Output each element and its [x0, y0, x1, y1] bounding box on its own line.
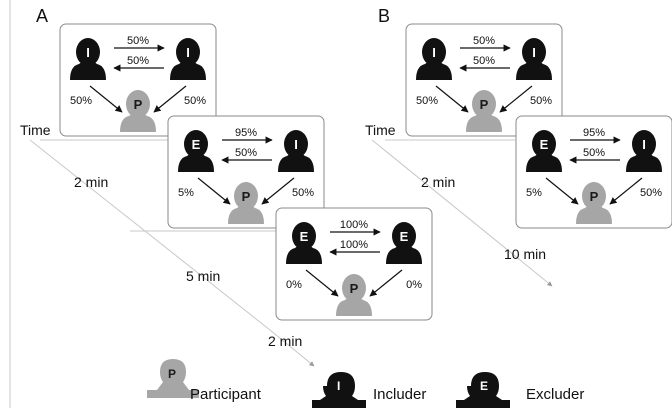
legend-includer-icon: I: [312, 372, 366, 408]
panel-a-duration-3: 2 min: [268, 333, 302, 349]
panel-b-stage-2-right-player-icon: I: [626, 130, 662, 172]
panel-a-stage-2-right-pct: 50%: [292, 187, 314, 199]
panel-a-duration-1: 2 min: [74, 174, 108, 190]
panel-b-stage-1-arrow-right-to-participant: [499, 85, 533, 113]
panel-a-stage-1-right-player-icon: I: [170, 38, 206, 80]
panel-b-stage-2-top-pct: 95%: [583, 127, 605, 139]
panel-a-time-label: Time: [20, 122, 51, 138]
panel-a-stage-3-left-player-icon: E: [286, 222, 322, 264]
panel-b-stage-1-top-pct: 50%: [473, 35, 495, 47]
svg-text:I: I: [186, 45, 190, 60]
legend-includer-label: Includer: [373, 386, 426, 403]
svg-text:P: P: [134, 97, 143, 112]
panel-b-stage-1-right-player-icon: I: [516, 38, 552, 80]
panel-b-stage-2-right-pct: 50%: [640, 187, 662, 199]
panel-a-stage-1-arrow-right-to-participant: [153, 85, 187, 113]
panel-b-timeline: [371, 139, 553, 287]
panel-a-stage-1-participant-icon: P: [120, 90, 156, 132]
panel-a-stage-2-right-player-icon: I: [278, 130, 314, 172]
panel-b-stage-1-bottom-pct: 50%: [473, 55, 495, 67]
svg-text:P: P: [590, 189, 599, 204]
panel-a-stage-2-left-player-icon: E: [178, 130, 214, 172]
panel-a-stage-1-left-player-icon: I: [70, 38, 106, 80]
svg-text:E: E: [300, 229, 309, 244]
panel-a-stage-1: I I P 50% 50% 50% 50%: [59, 23, 217, 137]
legend: P Participant I Includer E Excluder: [147, 359, 584, 408]
panel-b-stage-1-right-pct: 50%: [530, 95, 552, 107]
panel-b-stage-2-participant-icon: P: [576, 182, 612, 224]
svg-text:P: P: [350, 281, 359, 296]
panel-b-stage-1-left-player-icon: I: [416, 38, 452, 80]
svg-text:I: I: [432, 45, 436, 60]
panel-b-stage-2-left-pct: 5%: [526, 187, 542, 199]
panel-a-stage-3-top-pct: 100%: [340, 219, 368, 231]
panel-a-stage-2-left-pct: 5%: [178, 187, 194, 199]
legend-participant-label: Participant: [190, 386, 262, 403]
panel-a-stage-1-arrow-left-to-participant: [89, 85, 123, 113]
panel-b-stage-2-bottom-pct: 50%: [583, 147, 605, 159]
svg-text:I: I: [294, 137, 298, 152]
legend-excluder-icon: E: [456, 372, 510, 408]
legend-participant-icon: P: [147, 359, 199, 398]
panel-a-stage-3-right-pct: 0%: [406, 279, 422, 291]
panel-a-timeline: [29, 139, 315, 367]
panel-b-label: B: [378, 6, 390, 26]
panel-a-stage-1-bottom-pct: 50%: [127, 55, 149, 67]
panel-a-stage-2: E I P 95% 50% 5% 50%: [167, 115, 325, 229]
svg-text:I: I: [86, 45, 90, 60]
svg-text:I: I: [642, 137, 646, 152]
svg-text:I: I: [532, 45, 536, 60]
panel-a-stage-1-right-pct: 50%: [184, 95, 206, 107]
svg-text:E: E: [192, 137, 201, 152]
panel-a-duration-2: 5 min: [186, 268, 220, 284]
panel-b-duration-2: 10 min: [504, 246, 546, 262]
panel-a-stage-3-bottom-pct: 100%: [340, 239, 368, 251]
svg-text:E: E: [540, 137, 549, 152]
panel-a-stage-1-top-pct: 50%: [127, 35, 149, 47]
panel-b-stage-2-arrow-right-to-participant: [609, 177, 643, 205]
panel-b-stage-2: E I P 95% 50% 5% 50%: [515, 115, 672, 229]
svg-text:E: E: [480, 379, 488, 393]
panel-a-stage-2-arrow-right-to-participant: [261, 177, 295, 205]
panel-a-stage-2-top-pct: 95%: [235, 127, 257, 139]
panel-b-stage-1-left-pct: 50%: [416, 95, 438, 107]
panel-a-stage-2-bottom-pct: 50%: [235, 147, 257, 159]
panel-b-stage-1-arrow-left-to-participant: [435, 85, 469, 113]
panel-b-stage-1: I I P 50% 50% 50% 50%: [405, 23, 563, 137]
panel-a-stage-3-participant-icon: P: [336, 274, 372, 316]
panel-b-stage-1-participant-icon: P: [466, 90, 502, 132]
panel-a-stage-1-left-pct: 50%: [70, 95, 92, 107]
svg-text:E: E: [400, 229, 409, 244]
panel-a-stage-3-left-pct: 0%: [286, 279, 302, 291]
svg-text:P: P: [168, 367, 176, 381]
svg-text:P: P: [480, 97, 489, 112]
panel-b-time-label: Time: [365, 122, 396, 138]
panel-a-stage-3-right-player-icon: E: [386, 222, 422, 264]
legend-excluder-label: Excluder: [526, 386, 584, 403]
panel-a-stage-2-arrow-left-to-participant: [197, 177, 231, 205]
panel-b-duration-1: 2 min: [421, 174, 455, 190]
panel-a-stage-3-arrow-left-to-participant: [305, 269, 339, 297]
svg-text:I: I: [337, 379, 340, 393]
panel-a-stage-3-arrow-right-to-participant: [369, 269, 403, 297]
svg-text:P: P: [242, 189, 251, 204]
panel-a-stage-2-participant-icon: P: [228, 182, 264, 224]
panel-b-stage-2-arrow-left-to-participant: [545, 177, 579, 205]
panel-a-label: A: [36, 6, 48, 26]
panel-a-stage-3: E E P 100% 100% 0% 0%: [275, 207, 433, 321]
panel-b-stage-2-left-player-icon: E: [526, 130, 562, 172]
